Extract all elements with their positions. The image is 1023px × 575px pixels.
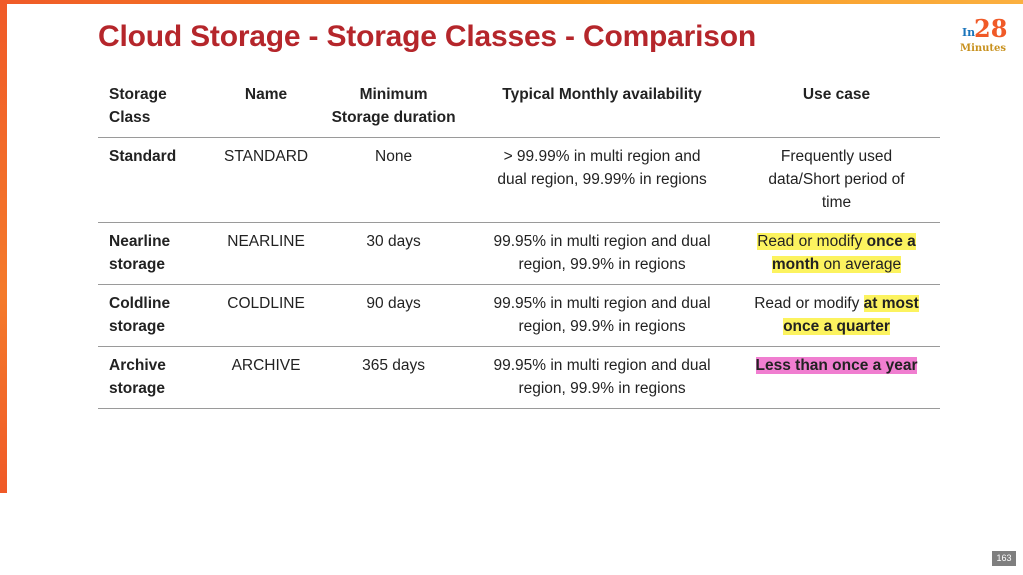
cell-availability: 99.95% in multi region and dual region, …: [471, 222, 733, 285]
slide-title: Cloud Storage - Storage Classes - Compar…: [98, 20, 756, 53]
cell-name: NEARLINE: [215, 222, 317, 285]
top-accent-bar: [0, 0, 1023, 4]
header-min-duration: Minimum Storage duration: [316, 80, 472, 138]
cell-storage-class: Nearline storage: [98, 222, 216, 285]
cell-min-duration: 90 days: [316, 284, 472, 347]
header-availability: Typical Monthly availability: [471, 80, 733, 138]
in28minutes-logo: In 28 Minutes: [958, 14, 1018, 60]
table-row: Archive storage ARCHIVE 365 days 99.95% …: [98, 346, 940, 409]
logo-number: 28: [974, 14, 1008, 43]
cell-use-case: Read or modify at most once a quarter: [733, 284, 940, 347]
table-header-row: Storage Class Name Minimum Storage durat…: [98, 80, 940, 138]
cell-availability: 99.95% in multi region and dual region, …: [471, 346, 733, 409]
highlighted-text: Less than once a year: [755, 357, 918, 374]
header-use-case: Use case: [733, 80, 940, 138]
cell-name: STANDARD: [215, 137, 317, 223]
left-accent-bar: [0, 0, 7, 493]
header-storage-class: Storage Class: [98, 80, 216, 138]
cell-min-duration: None: [316, 137, 472, 223]
cell-availability: > 99.99% in multi region and dual region…: [471, 137, 733, 223]
highlighted-text: at most: [863, 295, 919, 312]
cell-availability: 99.95% in multi region and dual region, …: [471, 284, 733, 347]
cell-name: ARCHIVE: [215, 346, 317, 409]
cell-use-case: Read or modify once a month on average: [733, 222, 940, 285]
logo-word: Minutes: [960, 43, 1007, 54]
table-row: Coldline storage COLDLINE 90 days 99.95%…: [98, 284, 940, 347]
highlighted-text: month on average: [771, 256, 902, 273]
storage-classes-table: Storage Class Name Minimum Storage durat…: [98, 80, 940, 409]
header-name: Name: [215, 80, 317, 138]
cell-use-case: Frequently used data/Short period of tim…: [733, 137, 940, 223]
page-number-badge: 163: [992, 551, 1016, 566]
cell-min-duration: 30 days: [316, 222, 472, 285]
cell-min-duration: 365 days: [316, 346, 472, 409]
logo-prefix: In: [962, 26, 976, 39]
cell-storage-class: Coldline storage: [98, 284, 216, 347]
highlighted-text: once a quarter: [783, 318, 890, 335]
table-row: Nearline storage NEARLINE 30 days 99.95%…: [98, 222, 940, 285]
cell-storage-class: Standard: [98, 137, 216, 223]
cell-name: COLDLINE: [215, 284, 317, 347]
table-row: Standard STANDARD None > 99.99% in multi…: [98, 137, 940, 223]
cell-use-case: Less than once a year: [733, 346, 940, 409]
highlighted-text: Read or modify once a: [757, 233, 916, 250]
cell-storage-class: Archive storage: [98, 346, 216, 409]
